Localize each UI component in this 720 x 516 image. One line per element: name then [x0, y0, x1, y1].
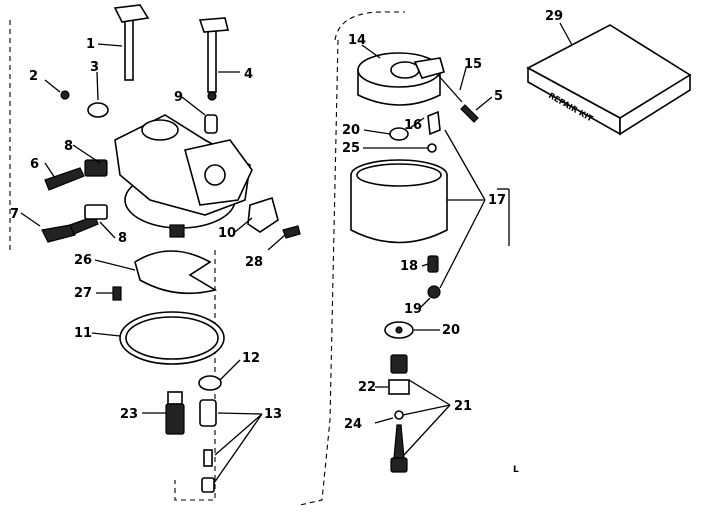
part-plate-10 [247, 196, 279, 233]
callout-27: 27 [74, 286, 92, 301]
callout-11: 11 [74, 326, 92, 341]
part-bolt-13 [199, 399, 217, 493]
callout-9: 9 [174, 90, 183, 105]
assembly-line-right [299, 11, 405, 506]
callout-28: 28 [245, 255, 263, 270]
callout-1: 1 [86, 37, 95, 52]
part-float-bowl-17 [350, 159, 448, 244]
callout-17: 17 [488, 193, 506, 208]
part-needle-screw-7 [41, 204, 108, 243]
callout-20-lower: 20 [442, 323, 460, 338]
part-disc-3 [87, 102, 109, 118]
callout-3: 3 [90, 60, 99, 75]
part-clip-16 [427, 110, 441, 136]
callout-5: 5 [494, 89, 503, 104]
callout-12: 12 [242, 351, 260, 366]
callout-15: 15 [464, 57, 482, 72]
callout-22: 22 [358, 380, 376, 395]
part-seat-25 [427, 143, 437, 153]
part-spring-9 [204, 114, 218, 134]
callout-6: 6 [30, 157, 39, 172]
callout-14: 14 [348, 33, 366, 48]
callout-24: 24 [344, 417, 362, 432]
callout-23: 23 [120, 407, 138, 422]
callout-10: 10 [218, 226, 236, 241]
corner-mark: L [513, 465, 519, 475]
part-repair-kit-29: REPAIR KIT [526, 24, 692, 136]
callout-18: 18 [400, 259, 418, 274]
part-carburetor-body [114, 114, 253, 238]
part-screw-28 [282, 225, 301, 239]
callout-4: 4 [244, 67, 253, 82]
part-throttle-shaft [198, 17, 230, 101]
assembly-line-bowl [174, 250, 216, 501]
callout-13: 13 [264, 407, 282, 422]
part-pin-15 [437, 74, 463, 103]
callout-2: 2 [29, 69, 38, 84]
part-gasket-19 [427, 285, 441, 299]
part-needle-screw-6 [44, 159, 108, 191]
callout-8-lower: 8 [118, 231, 127, 246]
callout-7: 7 [10, 207, 19, 222]
part-needle-5 [460, 104, 479, 123]
callout-25: 25 [342, 141, 360, 156]
callout-19: 19 [404, 302, 422, 317]
part-screw-27 [112, 286, 122, 301]
leader-lines [20, 22, 573, 484]
part-drain-23 [165, 391, 185, 435]
callout-16: 16 [404, 118, 422, 133]
callout-20-upper: 20 [342, 123, 360, 138]
callout-29: 29 [545, 9, 563, 24]
part-choke-shaft [113, 4, 150, 81]
part-float-14 [357, 52, 445, 106]
part-washer-12 [198, 375, 222, 391]
part-jet-21 [388, 354, 410, 473]
part-screw-2 [60, 90, 70, 100]
part-screw-18 [427, 255, 439, 273]
callout-8-upper: 8 [64, 139, 73, 154]
callout-26: 26 [74, 253, 92, 268]
part-shield-26 [134, 250, 218, 295]
callout-21: 21 [454, 399, 472, 414]
